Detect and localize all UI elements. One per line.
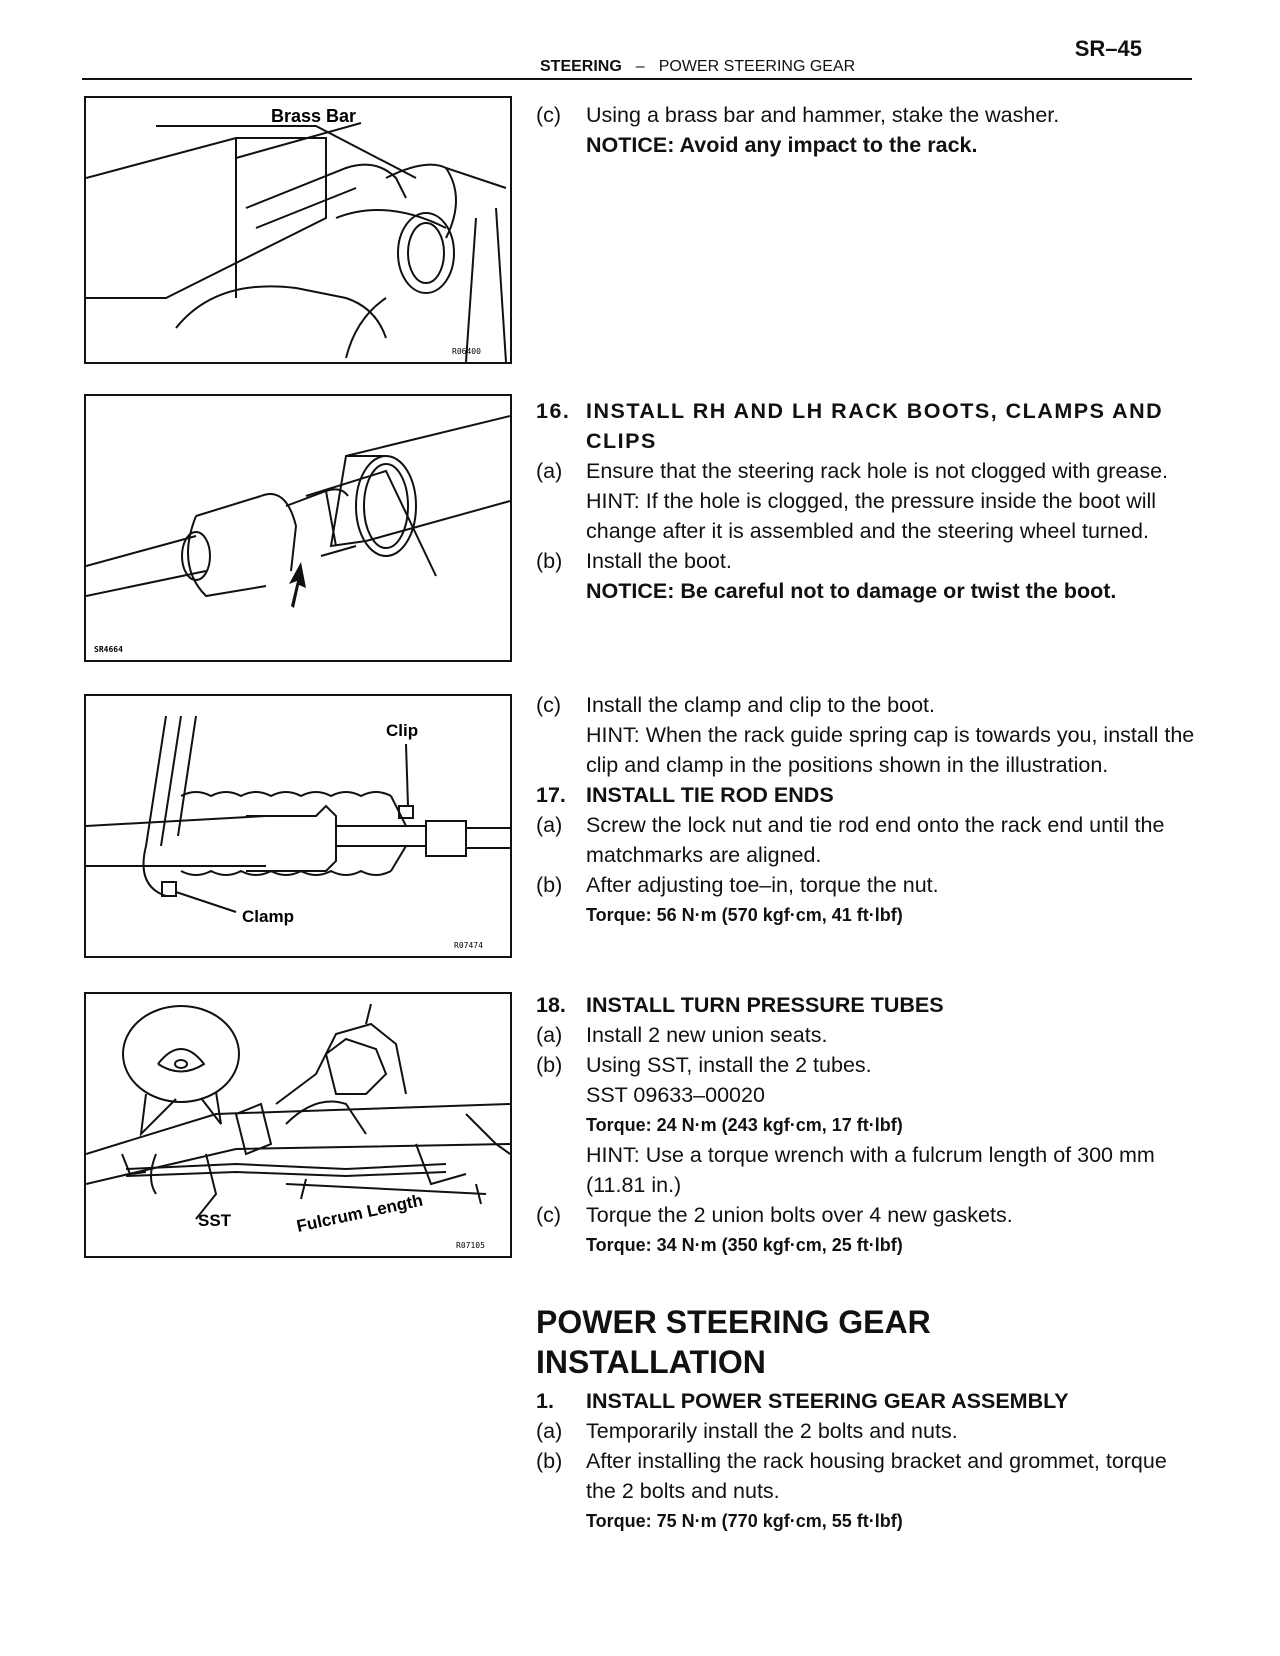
- item-text: Install the boot.: [586, 549, 732, 573]
- item-label: (b): [536, 1053, 563, 1077]
- notice-text: NOTICE: Avoid any impact to the rack.: [586, 133, 978, 157]
- header-rule: [82, 78, 1192, 80]
- item-label: (a): [536, 459, 563, 483]
- figure-pressure-tubes: SST Fulcrum Length R07105: [84, 992, 512, 1258]
- step-16c-17: (c) Install the clamp and clip to the bo…: [536, 690, 1196, 930]
- step-15c: (c) Using a brass bar and hammer, stake …: [536, 100, 1196, 160]
- item-text: Using a brass bar and hammer, stake the …: [586, 103, 1060, 127]
- step-number: 1.: [536, 1389, 554, 1413]
- section-title-line: INSTALLATION: [536, 1344, 766, 1380]
- figure-code: R06400: [452, 347, 481, 356]
- item-label: (b): [536, 549, 563, 573]
- step-title: INSTALL RH AND LH RACK BOOTS, CLAMPS AND…: [586, 399, 1164, 453]
- item-text: Ensure that the steering rack hole is no…: [586, 459, 1169, 483]
- torque-spec: Torque: 56 N·m (570 kgf·cm, 41 ft·lbf): [586, 905, 903, 925]
- notice-text: NOTICE: Be careful not to damage or twis…: [586, 579, 1117, 603]
- item-text: Install 2 new union seats.: [586, 1023, 828, 1047]
- fulcrum-length-label: Fulcrum Length: [295, 1191, 425, 1236]
- figure-code: SR4664: [94, 645, 123, 654]
- item-text: After installing the rack housing bracke…: [586, 1449, 1167, 1503]
- item-text: Screw the lock nut and tie rod end onto …: [586, 813, 1165, 867]
- torque-spec: Torque: 24 N·m (243 kgf·cm, 17 ft·lbf): [586, 1115, 903, 1135]
- sst-label: SST: [198, 1211, 232, 1230]
- install-step-1: 1. INSTALL POWER STEERING GEAR ASSEMBLY …: [536, 1386, 1196, 1536]
- clip-label: Clip: [386, 721, 418, 740]
- brass-bar-label: Brass Bar: [271, 106, 356, 126]
- step-number: 17.: [536, 783, 566, 807]
- clip-clamp-illustration: Clip Clamp R07474: [86, 715, 510, 950]
- item-text: Install the clamp and clip to the boot.: [586, 693, 935, 717]
- figure-clip-clamp: Clip Clamp R07474: [84, 694, 512, 958]
- item-label: (b): [536, 873, 563, 897]
- item-text: Temporarily install the 2 bolts and nuts…: [586, 1419, 958, 1443]
- step-number: 16.: [536, 399, 571, 423]
- torque-spec: Torque: 34 N·m (350 kgf·cm, 25 ft·lbf): [586, 1235, 903, 1255]
- figure-code: R07105: [456, 1241, 485, 1250]
- figure-code: R07474: [454, 941, 483, 950]
- item-text: After adjusting toe–in, torque the nut.: [586, 873, 939, 897]
- torque-spec: Torque: 75 N·m (770 kgf·cm, 55 ft·lbf): [586, 1511, 903, 1531]
- step-title: INSTALL TURN PRESSURE TUBES: [586, 993, 944, 1017]
- header-dash: –: [635, 58, 645, 75]
- item-label: (c): [536, 103, 562, 127]
- step-title: INSTALL TIE ROD ENDS: [586, 783, 834, 807]
- hint-text: HINT: Use a torque wrench with a fulcrum…: [586, 1143, 1155, 1197]
- brass-bar-illustration: Brass Bar R06400: [86, 106, 507, 362]
- section-title: POWER STEERING GEAR INSTALLATION: [536, 1302, 1196, 1382]
- step-number: 18.: [536, 993, 566, 1017]
- figure-brass-bar: Brass Bar R06400: [84, 96, 512, 364]
- item-text: Using SST, install the 2 tubes.: [586, 1053, 872, 1077]
- header-section: STEERING: [540, 58, 622, 75]
- running-header: STEERING–POWER STEERING GEAR: [540, 58, 855, 76]
- clamp-label: Clamp: [242, 907, 294, 926]
- hint-text: HINT: If the hole is clogged, the pressu…: [586, 489, 1157, 543]
- step-18: 18. INSTALL TURN PRESSURE TUBES (a) Inst…: [536, 990, 1196, 1260]
- arrow-icon: [289, 562, 306, 608]
- page-number: SR–45: [1074, 36, 1142, 61]
- item-label: (b): [536, 1449, 563, 1473]
- hint-text: HINT: When the rack guide spring cap is …: [586, 723, 1195, 777]
- pressure-tubes-illustration: SST Fulcrum Length R07105: [86, 1003, 510, 1250]
- section-title-line: POWER STEERING GEAR: [536, 1304, 931, 1340]
- step-title: INSTALL POWER STEERING GEAR ASSEMBLY: [586, 1389, 1069, 1413]
- item-label: (a): [536, 1419, 563, 1443]
- item-text: Torque the 2 union bolts over 4 new gask…: [586, 1203, 1013, 1227]
- figure-rack-boot: SR4664: [84, 394, 512, 662]
- item-label: (c): [536, 693, 562, 717]
- sst-number: SST 09633–00020: [586, 1083, 765, 1107]
- item-label: (c): [536, 1203, 562, 1227]
- step-16: 16. INSTALL RH AND LH RACK BOOTS, CLAMPS…: [536, 396, 1196, 606]
- rack-boot-illustration: SR4664: [86, 415, 510, 654]
- item-label: (a): [536, 1023, 563, 1047]
- item-label: (a): [536, 813, 563, 837]
- header-subsection: POWER STEERING GEAR: [658, 58, 856, 75]
